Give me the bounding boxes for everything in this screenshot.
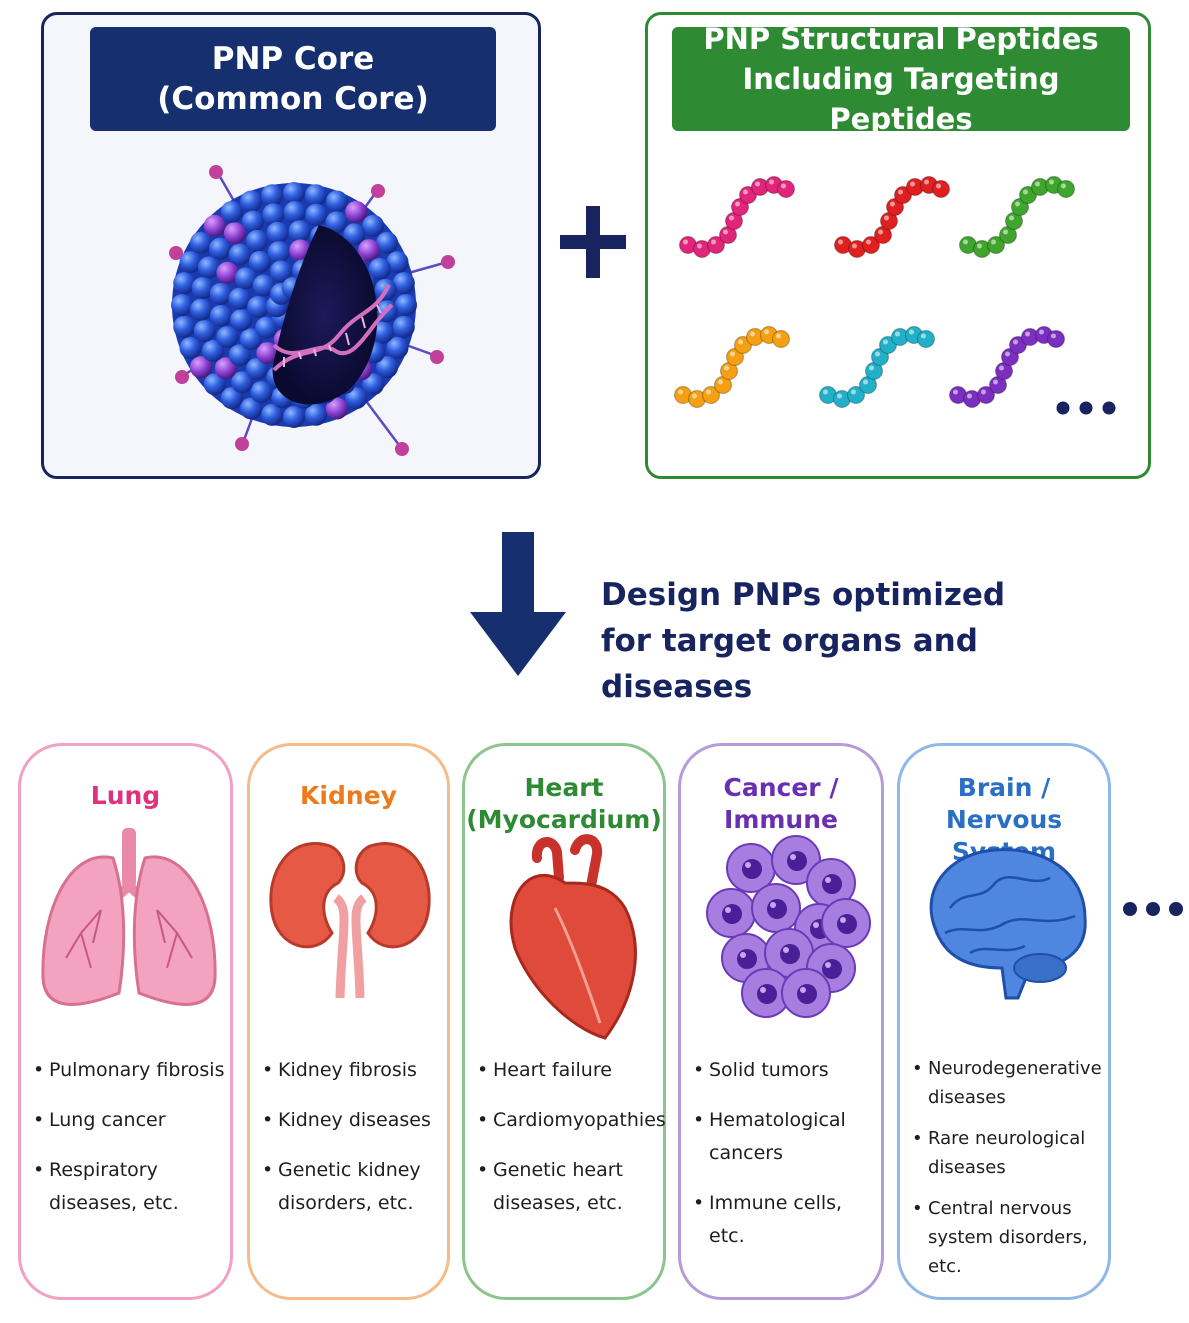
organ-card-cancer-immune: Cancer / Immune Solid tumors Hematologic… (678, 743, 884, 1300)
list-item: Respiratory diseases, etc. (33, 1154, 226, 1220)
peptide-chains-illustration (673, 175, 1116, 415)
list-item: Neurodegenerative diseases (912, 1054, 1104, 1112)
kidney-icon (269, 842, 431, 999)
kidney-disease-list: Kidney fibrosis Kidney diseases Genetic … (262, 1054, 443, 1237)
plus-icon (560, 206, 626, 278)
list-item: Genetic kidney disorders, etc. (262, 1154, 443, 1220)
list-item: Kidney fibrosis (262, 1054, 443, 1087)
pnp-peptides-panel: PNP Structural Peptides Including Target… (645, 12, 1151, 479)
list-item: Cardiomyopathies (477, 1104, 666, 1137)
list-item: Rare neurological diseases (912, 1124, 1104, 1182)
dna-helix-icon (272, 284, 394, 372)
heart-disease-list: Heart failure Cardiomyopathies Genetic h… (477, 1054, 666, 1237)
peptide-chain-icon (673, 325, 791, 409)
lung-disease-list: Pulmonary fibrosis Lung cancer Respirato… (33, 1054, 226, 1237)
peptide-chain-icon (948, 325, 1066, 409)
list-item: Pulmonary fibrosis (33, 1054, 226, 1087)
peptide-chain-icon (818, 325, 936, 409)
more-ellipsis-icon (1123, 902, 1183, 916)
organ-card-lung: Lung Pulmonary fibrosis Lung cancer Resp… (18, 743, 233, 1300)
organ-title-lung: Lung (90, 781, 161, 810)
list-item: Hematological cancers (693, 1104, 877, 1170)
organ-title-heart: Heart (Myocardium) (466, 773, 662, 834)
list-item: Immune cells, etc. (693, 1187, 877, 1253)
list-item: Solid tumors (693, 1054, 877, 1087)
brain-disease-list: Neurodegenerative diseases Rare neurolog… (912, 1054, 1104, 1293)
lung-icon (41, 828, 217, 1006)
list-item: Central nervous system disorders, etc. (912, 1194, 1104, 1281)
list-item: Heart failure (477, 1054, 659, 1087)
heart-icon (509, 834, 637, 1040)
peptide-chain-icon (678, 175, 796, 259)
organ-title-brain: Brain / Nervous System (945, 773, 1063, 866)
organ-title-cancer-immune: Cancer / Immune (723, 773, 839, 834)
list-item: Lung cancer (33, 1104, 226, 1137)
design-description: Design PNPs optimized for target organs … (601, 577, 1006, 705)
cancer-cells-icon (706, 835, 871, 1018)
pnp-peptides-title: PNP Structural Peptides Including Target… (672, 22, 1130, 136)
nanoparticle-illustration (169, 165, 455, 456)
more-ellipsis-icon (1056, 401, 1116, 415)
pnp-core-panel: PNP Core (Common Core) (41, 12, 541, 479)
brain-icon (929, 848, 1087, 1000)
organ-title-kidney: Kidney (300, 781, 397, 810)
cancer-disease-list: Solid tumors Hematological cancers Immun… (693, 1054, 877, 1270)
down-arrow-icon (470, 532, 566, 676)
organ-card-heart: Heart (Myocardium) Heart failure Cardiom… (462, 743, 666, 1300)
organ-card-kidney: Kidney Kidney fibrosis Kidney diseases G… (247, 743, 450, 1300)
peptide-chain-icon (958, 175, 1076, 259)
pnp-core-title: PNP Core (Common Core) (90, 27, 496, 131)
list-item: Kidney diseases (262, 1104, 443, 1137)
list-item: Genetic heart diseases, etc. (477, 1154, 659, 1220)
peptide-chain-icon (833, 175, 951, 259)
organ-card-brain: Brain / Nervous System Neurodegenerative… (897, 743, 1111, 1300)
